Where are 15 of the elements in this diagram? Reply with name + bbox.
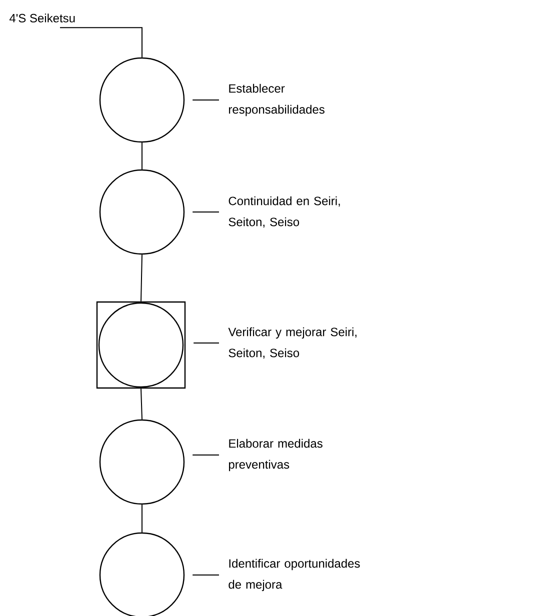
step-label: Establecer responsabilidades: [229, 84, 324, 116]
step-label: Identificar oportunidades de mejora: [228, 558, 360, 592]
circle: [99, 169, 185, 255]
leader-line: [193, 342, 220, 344]
title-text: 4'S Seiketsu: [9, 14, 75, 22]
connector-line: [60, 27, 142, 58]
circle: [99, 419, 185, 505]
step-label: Continuidad en Seiri, Seiton, Seiso: [228, 196, 340, 228]
leader-line: [192, 574, 220, 576]
connector-line: [140, 254, 142, 302]
circle: [99, 57, 185, 143]
step-label: Verificar y mejorar Seiri, Seiton, Seiso: [228, 327, 356, 359]
leader-line: [192, 454, 220, 456]
step-label: Elaborar medidas preventivas: [228, 438, 322, 472]
connector-line: [140, 388, 142, 420]
